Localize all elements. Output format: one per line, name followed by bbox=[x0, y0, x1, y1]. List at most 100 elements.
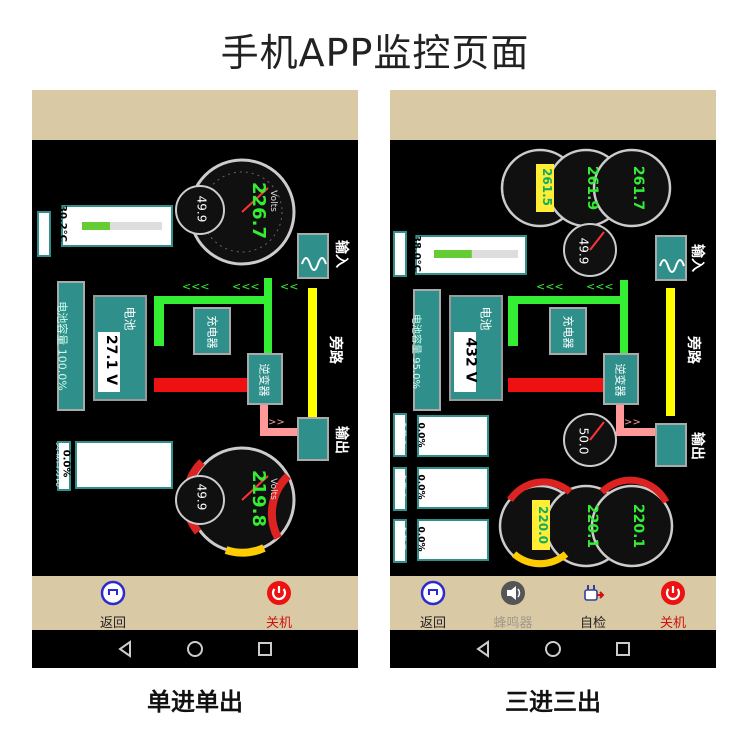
nav-back-icon[interactable] bbox=[472, 638, 494, 660]
rectifier-block bbox=[193, 307, 231, 355]
status-bar bbox=[390, 90, 716, 140]
load-s-value: 0.0% bbox=[415, 474, 426, 500]
flow-line-green bbox=[620, 280, 628, 392]
battery-voltage-display bbox=[454, 332, 476, 392]
nav-recents-icon[interactable] bbox=[612, 638, 634, 660]
bypass-line bbox=[666, 288, 675, 416]
ups-temp-value: 30.2°C bbox=[57, 204, 69, 243]
input-voltage-unit: Volts bbox=[267, 190, 278, 212]
load-value: 0.0% bbox=[60, 449, 72, 478]
ups-diagram: <<< <<< >> bbox=[393, 148, 687, 568]
flow-line-green bbox=[264, 278, 272, 390]
nav-back-icon[interactable] bbox=[114, 638, 136, 660]
gauge-needle bbox=[589, 231, 605, 251]
monitor-screen: <<< <<< << >> bbox=[32, 140, 358, 576]
ups-temp-tag bbox=[393, 231, 407, 277]
output-label: 输出 bbox=[333, 426, 349, 454]
output-label: 输出 bbox=[689, 432, 705, 460]
inverter-block bbox=[247, 353, 283, 405]
power-off-button[interactable]: 关机 bbox=[638, 580, 708, 631]
input-voltage-readout-r bbox=[536, 164, 554, 212]
flow-line-pink bbox=[616, 428, 658, 436]
flow-line-green bbox=[508, 296, 518, 346]
bypass-line bbox=[308, 288, 317, 418]
gauge-needle bbox=[241, 187, 269, 213]
back-label: 返回 bbox=[99, 616, 126, 631]
load-tag bbox=[57, 441, 71, 491]
nav-recents-icon[interactable] bbox=[254, 638, 276, 660]
flow-line-pink bbox=[616, 402, 624, 436]
nav-home-icon[interactable] bbox=[184, 638, 206, 660]
battery-voltage: 27.1 V bbox=[103, 334, 120, 386]
self-test-button[interactable]: 自检 bbox=[558, 580, 628, 631]
back-button[interactable]: 返回 bbox=[78, 580, 148, 631]
input-frequency-value: 49.9 bbox=[194, 195, 209, 223]
flow-arrows: >> bbox=[268, 417, 285, 428]
load-r-value: 0.0% bbox=[415, 422, 426, 448]
phone-single-phase: <<< <<< << >> bbox=[32, 90, 358, 668]
load-t-label: 负载-T bbox=[397, 525, 407, 550]
page-title: 手机APP监控页面 bbox=[220, 31, 530, 75]
load-s-label: 负载-S bbox=[397, 473, 407, 498]
buzzer-label: 蜂鸣器 bbox=[493, 616, 533, 631]
status-bar bbox=[32, 90, 358, 140]
power-icon bbox=[267, 581, 291, 605]
flow-line-green bbox=[518, 296, 628, 304]
gauge-needle bbox=[589, 421, 605, 441]
ups-temp-label: UPS温度 bbox=[393, 236, 404, 273]
ups-temp-label: UPS温度 bbox=[37, 216, 48, 253]
power-off-button[interactable]: 关机 bbox=[244, 580, 314, 631]
speaker-icon bbox=[501, 581, 525, 605]
output-voltage-gauge-t bbox=[590, 484, 674, 568]
caption-single-phase: 单进单出 bbox=[147, 688, 243, 716]
ups-temp-track bbox=[434, 250, 518, 258]
output-frequency-value: 50.0 bbox=[576, 427, 591, 455]
battery-capacity-text: 电池容量 100.0% bbox=[55, 301, 69, 391]
load-s-panel bbox=[417, 467, 489, 509]
load-r-label: 负载-R bbox=[397, 421, 407, 446]
flow-arrows: <<< bbox=[232, 280, 260, 293]
flow-line-red bbox=[154, 378, 254, 392]
battery-voltage-display bbox=[98, 332, 120, 392]
android-nav-bar bbox=[390, 630, 716, 668]
plug-icon bbox=[584, 585, 605, 601]
input-block bbox=[655, 235, 687, 281]
power-off-label: 关机 bbox=[659, 616, 686, 631]
battery-label: 电池 bbox=[122, 306, 137, 331]
load-t-panel bbox=[417, 519, 489, 561]
sine-wave-icon bbox=[301, 257, 327, 271]
back-button[interactable]: 返回 bbox=[398, 580, 468, 631]
input-label: 输入 bbox=[689, 244, 705, 272]
inverter-block bbox=[603, 353, 639, 405]
back-icon bbox=[420, 580, 446, 606]
power-icon bbox=[661, 581, 685, 605]
ups-temp-track bbox=[82, 222, 162, 230]
phone-three-phase: <<< <<< >> bbox=[390, 90, 716, 668]
buzzer-button[interactable]: 蜂鸣器 bbox=[478, 580, 548, 631]
battery-capacity-tag bbox=[413, 289, 441, 411]
bypass-label: 旁路 bbox=[685, 336, 701, 364]
app-toolbar: 返回 关机 bbox=[32, 576, 358, 631]
flow-arrows: <<< bbox=[586, 280, 614, 293]
nav-home-icon[interactable] bbox=[542, 638, 564, 660]
flow-line-green bbox=[164, 296, 272, 304]
flow-arrows: << bbox=[280, 280, 298, 293]
flow-line-pink bbox=[260, 428, 300, 436]
input-label: 输入 bbox=[333, 240, 349, 268]
battery-label: 电池 bbox=[478, 306, 493, 331]
load-t-tag bbox=[393, 519, 407, 563]
flow-line-green bbox=[154, 296, 164, 346]
gauge-yellow-zone bbox=[224, 544, 266, 557]
ups-temp-tag bbox=[37, 211, 51, 257]
rectifier-label: 充电器 bbox=[205, 315, 219, 349]
gauge-needle bbox=[241, 475, 269, 501]
flow-arrows: <<< bbox=[182, 280, 210, 293]
output-block bbox=[655, 423, 687, 467]
back-label: 返回 bbox=[419, 616, 446, 631]
sine-wave-icon bbox=[659, 259, 685, 273]
battery-capacity-tag bbox=[57, 281, 85, 411]
input-frequency-gauge bbox=[175, 185, 225, 235]
load-r-panel bbox=[417, 415, 489, 457]
output-frequency-gauge bbox=[175, 475, 225, 525]
output-voltage-t: 220.1 bbox=[630, 503, 647, 549]
